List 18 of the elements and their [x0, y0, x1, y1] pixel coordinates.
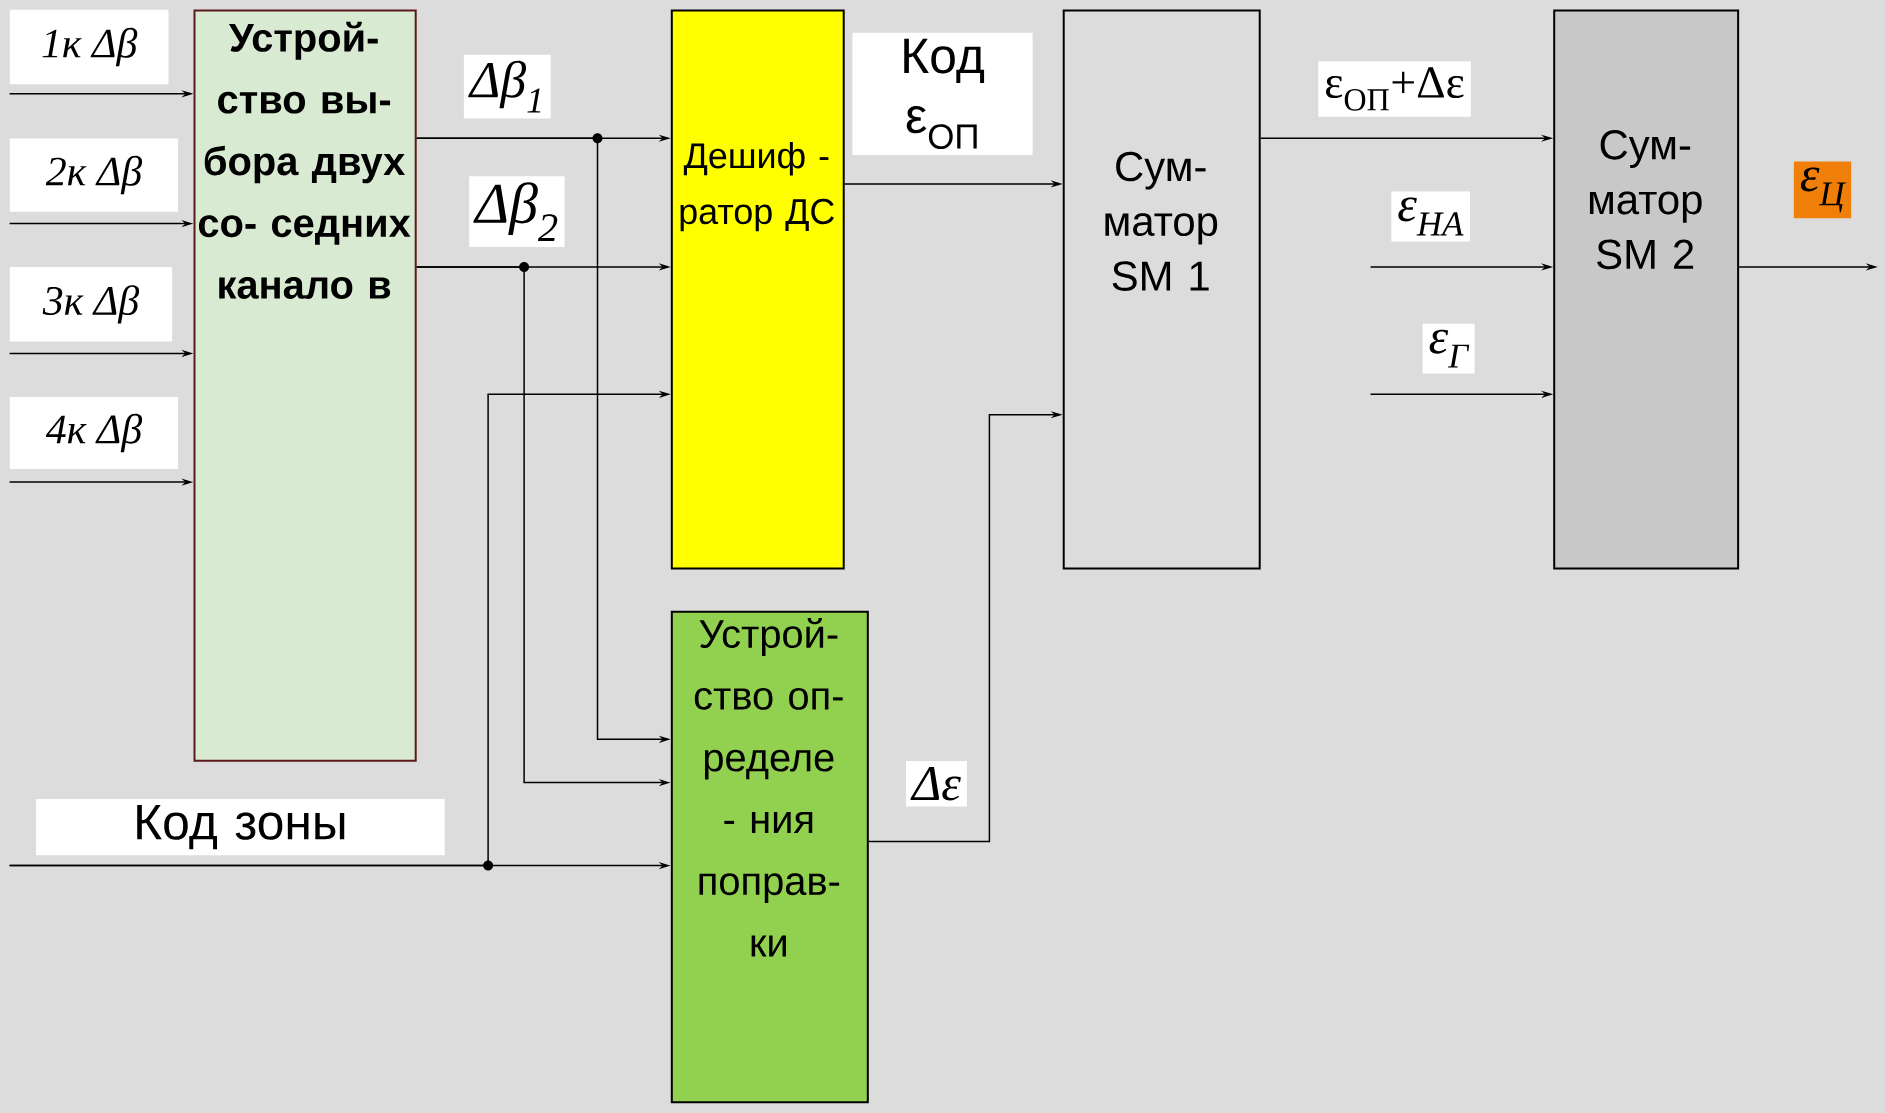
edge-label: ε$_{ОП}$+Δε [1318, 61, 1471, 117]
block-box: Сум- матор SM 2 [1553, 9, 1740, 570]
block-box: Устрой- ство вы- бора двух со- седних канало в [193, 9, 417, 762]
edge-label: ε$_{НА}$ [1391, 191, 1470, 242]
input-label: 2к Δβ [9, 138, 179, 212]
edge-label: Δβ$_{1}$ [463, 54, 551, 119]
input-label: 1к Δβ [9, 9, 169, 85]
input-label: 3к Δβ [9, 267, 173, 342]
edge-label: Код зоны [36, 799, 445, 856]
input-label: 4к Δβ [9, 396, 179, 469]
edge-label: ε$_{Г}$ [1422, 323, 1475, 374]
edge-label: Δε [906, 761, 967, 807]
edge-label: ε$_{Ц}$ [1793, 161, 1852, 219]
edge-label: Δβ$_{2}$ [469, 176, 565, 248]
block-box: Сум- матор SM 1 [1062, 9, 1261, 570]
block-box: Устрой- ство оп- ределе - ния поправ- ки [670, 610, 869, 1104]
edge-label: Код ε$_{ОП}$ [852, 32, 1033, 155]
block-box: Дешиф - ратор ДС [670, 9, 845, 570]
